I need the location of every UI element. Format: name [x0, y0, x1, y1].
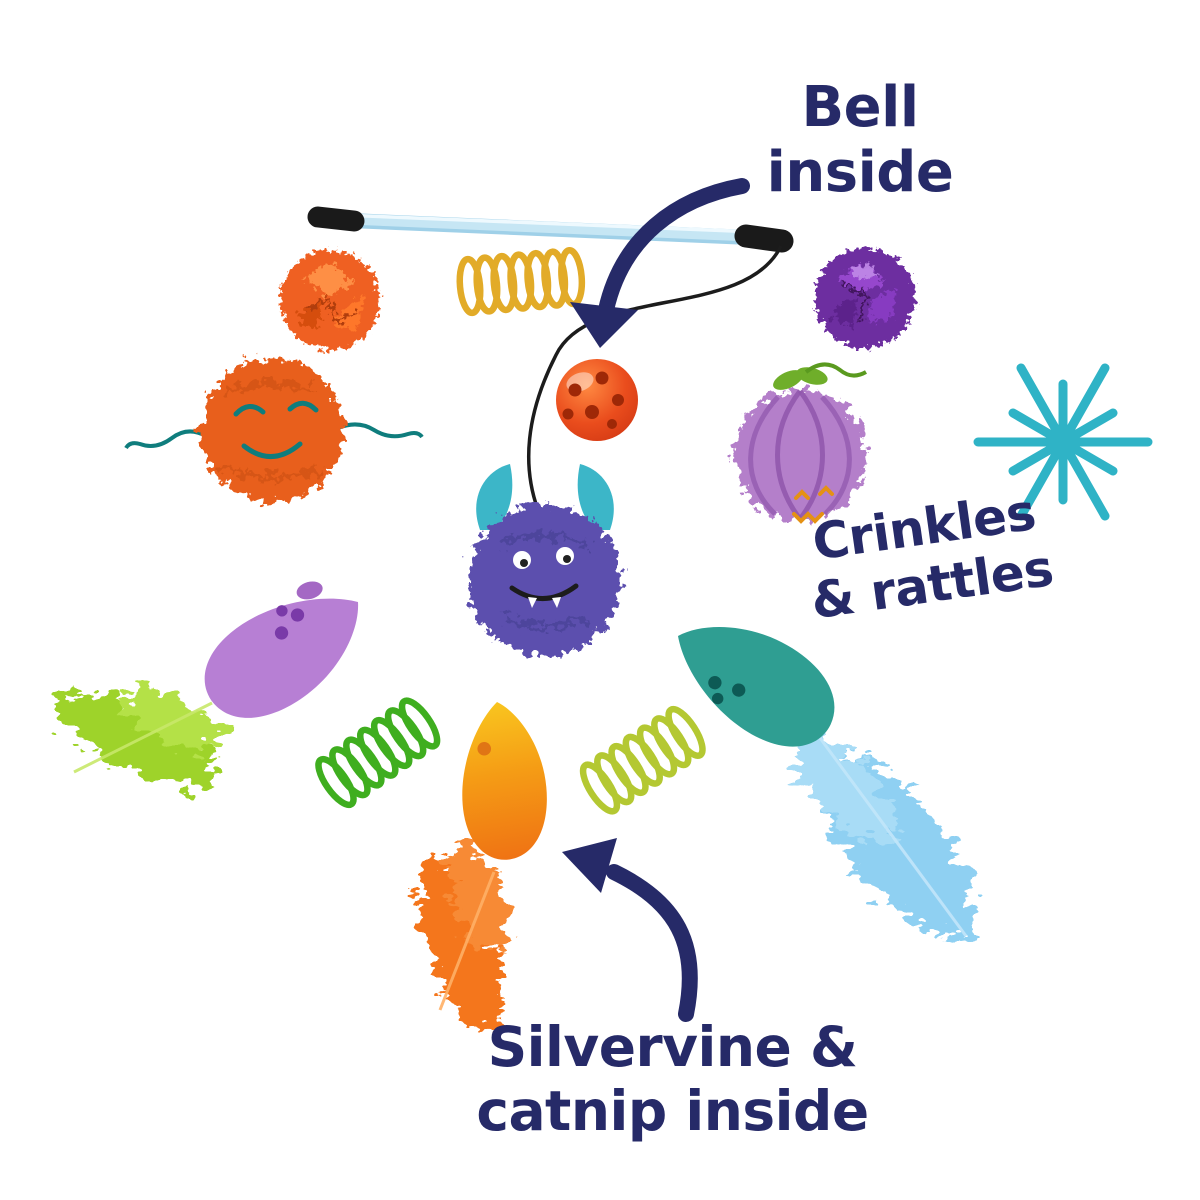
- monster-fang: [552, 597, 561, 608]
- purple-crinkle-ball: [815, 248, 915, 348]
- starburst-icon: [973, 363, 1153, 521]
- pumpkin-face-mouth: [792, 511, 824, 524]
- wand-rod-highlight: [340, 213, 760, 234]
- mop-string-right: [337, 422, 424, 439]
- bell-hole: [562, 408, 574, 420]
- pumpkin-body: [734, 389, 866, 521]
- wand-cap-left: [307, 206, 365, 232]
- purple-mouse-body: [185, 568, 386, 739]
- purple-crinkle-highlight: [852, 262, 876, 282]
- pumpkin-leaf: [773, 370, 803, 390]
- monster-body: [469, 504, 621, 656]
- orange-feather-shaft: [438, 871, 496, 1011]
- mop-string-left: [124, 429, 207, 450]
- purple-pumpkin-plush: [734, 362, 867, 524]
- teaser-wand: [307, 206, 794, 523]
- bell-ball: [556, 359, 638, 441]
- purple-crinkle-facet: [868, 288, 896, 324]
- silvervine-arrow: [562, 838, 698, 1022]
- monster-pupil-right: [563, 555, 571, 563]
- teal-mouse-plush: [655, 590, 855, 769]
- pumpkin-leaf: [796, 367, 828, 385]
- green-spring-coil: [312, 696, 443, 810]
- pumpkin-ribbon: [804, 362, 867, 378]
- bell-arrow: [570, 178, 750, 348]
- pumpkin-segment: [820, 395, 852, 516]
- orange-mop-body: [200, 358, 344, 502]
- bell-ball-body: [556, 359, 638, 441]
- orange-crinkle-crease: [305, 295, 357, 325]
- bell-label: Bell inside: [700, 75, 1020, 206]
- silvervine-arrow-curve: [606, 864, 698, 1022]
- monster-ear-left: [476, 464, 513, 530]
- green-feather-shaft: [73, 701, 213, 774]
- purple-mouse-spot: [276, 605, 288, 617]
- green-feather-plume: [118, 687, 226, 753]
- blue-feather: [794, 733, 975, 935]
- bell-arrow-curve: [598, 178, 750, 318]
- pumpkin-face-eyes: [794, 485, 834, 500]
- wand-string: [527, 245, 783, 523]
- blue-feather-plume: [794, 733, 896, 847]
- bell-label-line2: inside: [766, 139, 954, 205]
- monster-fang: [528, 597, 537, 608]
- wand-cap-right: [734, 224, 794, 253]
- orange-feather-plume: [447, 845, 509, 951]
- bell-hole: [607, 419, 617, 429]
- bell-label-line1: Bell: [801, 75, 919, 140]
- purple-crinkle-crease: [841, 280, 868, 323]
- chartreuse-spring: [577, 704, 709, 816]
- orange-crinkle-facet: [334, 296, 364, 330]
- bell-hole: [612, 394, 624, 406]
- orange-mop-texture: [218, 463, 326, 481]
- orange-mouse-spot: [477, 741, 492, 756]
- purple-crinkle-facet: [832, 298, 858, 326]
- silvervine-arrow-head: [562, 838, 617, 893]
- orange-feather: [418, 845, 509, 1034]
- teal-mouse-spot: [711, 692, 724, 705]
- silvervine-label-line1: Silvervine &: [487, 1015, 858, 1079]
- chartreuse-spring-coil: [577, 704, 709, 816]
- green-spring: [312, 696, 443, 810]
- orange-mop-eye-right: [287, 400, 319, 413]
- orange-mouse-body: [462, 702, 547, 860]
- monster-mouth: [509, 583, 579, 601]
- silvervine-label-line2: catnip inside: [476, 1078, 869, 1143]
- bell-arrow-head: [570, 302, 638, 348]
- monster-ear-right: [577, 464, 614, 530]
- purple-mouse-spot: [274, 626, 289, 640]
- orange-mop-eye-left: [233, 404, 266, 417]
- yellow-spring-coil: [458, 249, 584, 313]
- pumpkin-segment: [775, 389, 802, 521]
- orange-crinkle-facet: [298, 302, 322, 330]
- monster-texture: [503, 615, 589, 630]
- bell-hole: [595, 371, 609, 385]
- orange-mop-ball: [124, 358, 424, 502]
- teal-mouse-spot: [708, 676, 722, 690]
- bell-hole: [585, 405, 599, 419]
- blue-feather-shaft: [818, 737, 968, 937]
- silvervine-label: Silvervine & catnip inside: [420, 1015, 925, 1144]
- purple-mouse-spot: [290, 608, 305, 622]
- wand-rod: [333, 214, 767, 242]
- orange-crinkle-facet: [303, 262, 354, 296]
- teal-mouse-spot: [732, 683, 746, 697]
- purple-mouse-ear: [296, 581, 323, 600]
- orange-mouse-plush: [462, 702, 547, 860]
- pumpkin-segment: [748, 395, 780, 516]
- orange-mop-smile: [241, 441, 303, 459]
- orange-crinkle-ball: [280, 250, 380, 350]
- pumpkin-segment: [798, 389, 825, 521]
- orange-feather-plume: [418, 856, 506, 1034]
- monster-pupil-left: [520, 559, 528, 567]
- orange-mop-texture: [226, 380, 318, 395]
- purple-mouse-plush: [185, 568, 386, 739]
- bell-hole: [568, 383, 582, 397]
- monster-texture: [498, 532, 590, 548]
- yellow-spring: [458, 249, 584, 313]
- purple-monster-mop-ball: [469, 464, 621, 656]
